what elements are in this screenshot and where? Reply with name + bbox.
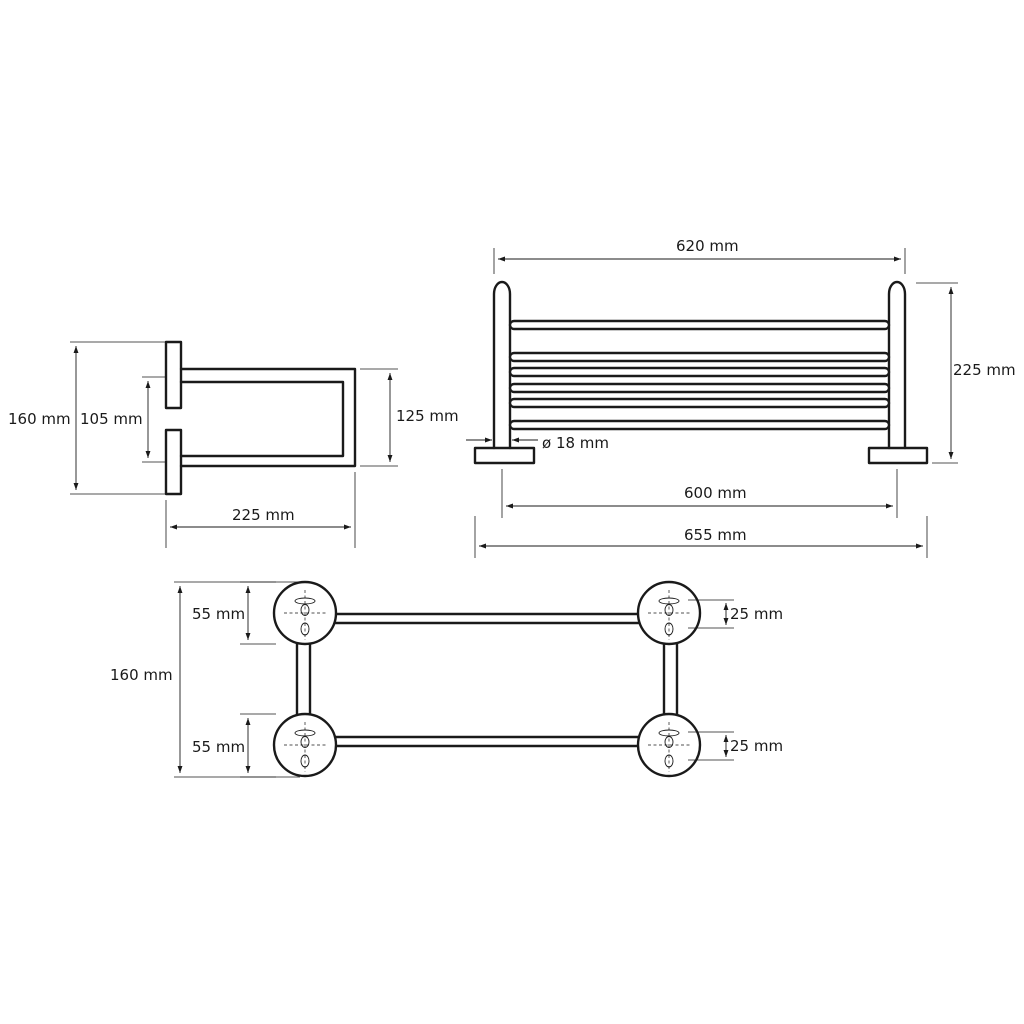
label-side-depth: 225 mm <box>232 506 295 524</box>
label-rose-bottom-height: 55 mm <box>192 738 245 756</box>
label-side-rail-spacing: 125 mm <box>396 407 459 425</box>
mount-bar-left <box>295 641 312 719</box>
rose-bottom-right <box>636 712 702 778</box>
rose-top-right <box>636 580 702 646</box>
mount-bar-bottom <box>332 735 642 748</box>
wall-plate-top <box>164 340 183 410</box>
label-hole-spacing-top: 25 mm <box>730 605 783 623</box>
side-rail-inner <box>179 380 345 458</box>
label-tube-diameter: ø 18 mm <box>542 434 609 452</box>
rose-bottom-left <box>272 712 338 778</box>
post-right <box>887 280 907 450</box>
label-side-total-height: 160 mm <box>8 410 71 428</box>
base-right <box>867 446 929 465</box>
front-rail-5 <box>508 397 891 409</box>
mount-view: 160 mm 55 mm 55 mm 25 mm 25 mm <box>110 580 783 778</box>
front-rail-6 <box>508 419 891 431</box>
rose-top-left <box>272 580 338 646</box>
front-rail-1 <box>508 319 891 331</box>
front-rail-3 <box>508 366 891 378</box>
side-view: 160 mm 105 mm 125 mm 225 mm <box>8 340 459 548</box>
mount-bar-right <box>662 641 679 719</box>
wall-plate-bottom <box>164 428 183 496</box>
front-rail-4 <box>508 382 891 394</box>
label-side-bracket-spacing: 105 mm <box>80 410 143 428</box>
front-rail-2 <box>508 351 891 363</box>
side-rail-outer <box>179 367 357 468</box>
label-rose-top-height: 55 mm <box>192 605 245 623</box>
label-front-post-spacing: 600 mm <box>684 484 747 502</box>
label-front-rail-length: 620 mm <box>676 237 739 255</box>
mount-bar-top <box>332 612 642 625</box>
post-left <box>492 280 512 450</box>
label-front-overall-width: 655 mm <box>684 526 747 544</box>
label-front-height: 225 mm <box>953 361 1016 379</box>
base-left <box>473 446 536 465</box>
label-mount-total-height: 160 mm <box>110 666 173 684</box>
front-view: 620 mm 225 mm ø 18 mm 600 mm 655 mm <box>466 237 1016 558</box>
label-hole-spacing-bottom: 25 mm <box>730 737 783 755</box>
